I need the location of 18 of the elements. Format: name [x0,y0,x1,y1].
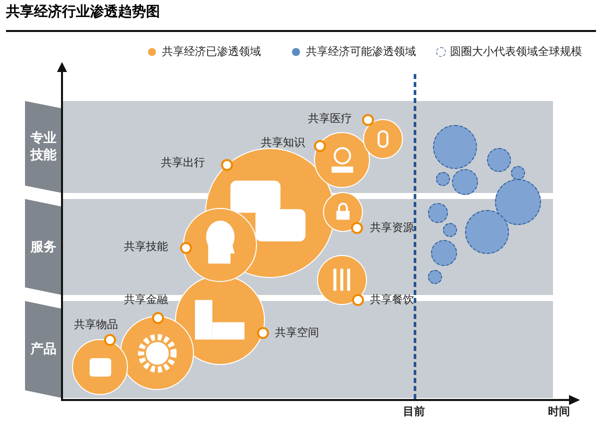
legend-text: 共享经济可能渗透领域 [306,45,416,59]
bubble-label: 共享餐饮 [370,293,414,307]
category-tab: 专业技能 [25,101,62,193]
bubble-label: 共享空间 [275,326,319,340]
axis-label: 目前 [403,405,425,419]
axis-label: 时间 [548,405,570,419]
title: 共享经济行业渗透趋势图 [6,2,160,22]
bubble-label: 共享医疗 [308,112,352,126]
category-tab: 产品 [25,301,62,398]
bubble-label: 共享物品 [74,318,118,332]
bubble-label: 共享出行 [161,156,205,170]
bubble-label: 共享知识 [261,136,305,150]
bubble-label: 共享资源 [370,221,414,235]
legend-text: 共享经济已渗透领域 [162,45,261,59]
bubble-label: 共享技能 [124,240,168,254]
legend-text: 圆圈大小代表领域全球规模 [450,45,582,59]
category-tab: 服务 [25,199,62,295]
bubble-label: 共享金融 [124,293,168,307]
